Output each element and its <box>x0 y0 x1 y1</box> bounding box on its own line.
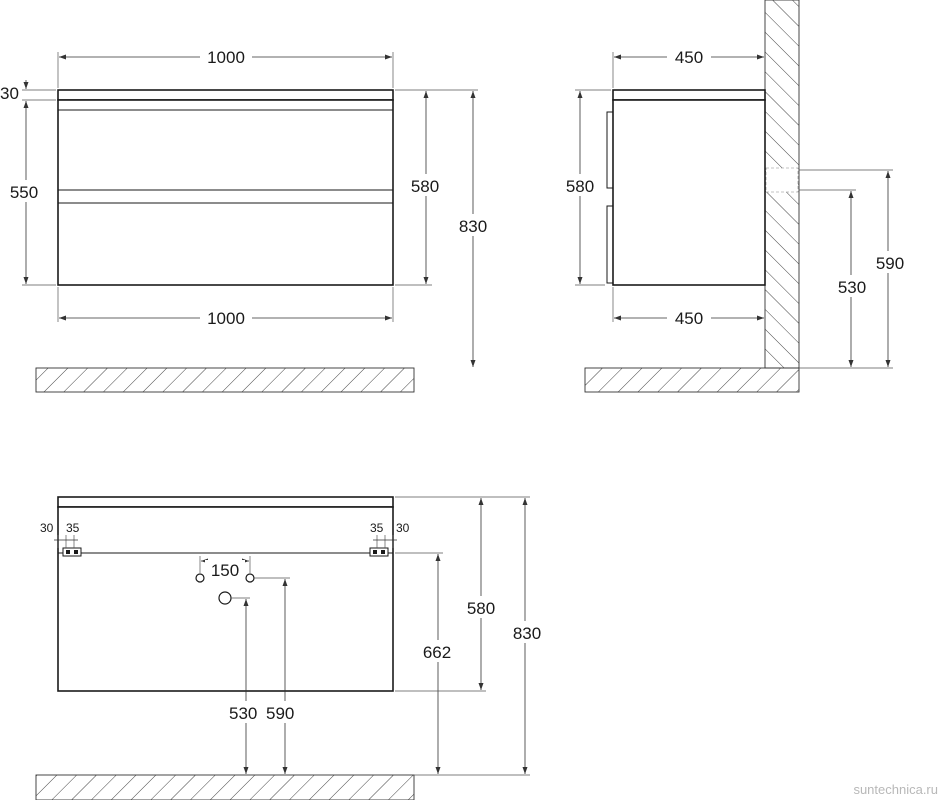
back-total-height-label: 830 <box>513 624 541 643</box>
back-water-hole-left <box>195 573 205 583</box>
back-right-hole-label: 35 <box>370 521 384 535</box>
side-pipe-opening <box>765 167 799 193</box>
front-cabinet-height-label: 580 <box>411 177 439 196</box>
front-view: 1000 1000 30 550 580 830 <box>0 45 493 393</box>
front-width-top-label: 1000 <box>207 48 245 67</box>
front-cabinet <box>57 99 394 286</box>
front-countertop <box>57 89 394 101</box>
back-right-edge-label: 30 <box>396 521 410 535</box>
back-cabinet-height-label: 580 <box>467 599 495 618</box>
back-left-edge-label: 30 <box>40 521 54 535</box>
watermark: suntechnica.ru <box>853 782 938 797</box>
back-mount-height-label: 662 <box>423 643 451 662</box>
front-body-height-label: 550 <box>10 183 38 202</box>
back-view: 30 35 35 30 150 530 590 662 <box>35 496 545 800</box>
side-cabinet <box>612 99 766 286</box>
side-cabinet-height-label: 580 <box>566 177 594 196</box>
side-handle-bottom <box>606 205 613 284</box>
back-pipe-lower-label: 530 <box>229 704 257 723</box>
back-drain-hole <box>218 591 232 605</box>
front-top-thickness-label: 30 <box>0 84 19 103</box>
side-pipe-upper-label: 590 <box>876 254 904 273</box>
back-water-hole-right <box>245 573 255 583</box>
back-countertop <box>57 496 394 508</box>
back-pipe-upper-label: 590 <box>266 704 294 723</box>
back-bracket-right <box>369 547 389 557</box>
front-floor <box>35 367 415 393</box>
side-depth-top-label: 450 <box>675 48 703 67</box>
back-left-hole-label: 35 <box>66 521 80 535</box>
side-handle-top <box>606 111 613 189</box>
front-width-bottom-label: 1000 <box>207 309 245 328</box>
back-hole-spacing-label: 150 <box>211 561 239 580</box>
front-total-height-label: 830 <box>459 217 487 236</box>
side-depth-bottom-label: 450 <box>675 309 703 328</box>
back-bracket-left <box>62 547 82 557</box>
side-pipe-lower-label: 530 <box>838 278 866 297</box>
side-view: 450 450 580 590 530 <box>560 0 910 393</box>
side-floor <box>584 367 800 393</box>
back-floor <box>35 774 415 800</box>
side-countertop <box>612 89 766 101</box>
